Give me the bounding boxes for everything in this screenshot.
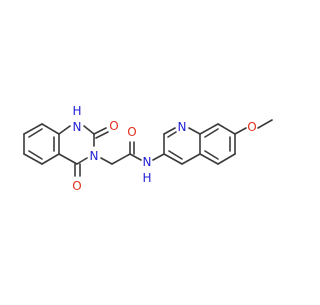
atom-label-o: O	[247, 120, 256, 134]
atom-label-n: N	[73, 120, 82, 134]
bond	[58, 125, 71, 135]
atom-label-n: N	[143, 155, 152, 169]
bond	[181, 153, 201, 165]
atom-label-o: O	[109, 119, 118, 133]
bond	[199, 123, 219, 135]
molecule-structure-diagram: N H O O N O N H N O	[23, 104, 273, 193]
bond-double-inner	[167, 131, 177, 138]
bond-double-inner	[168, 150, 183, 160]
atom-label-h: H	[142, 171, 151, 185]
bond	[234, 127, 247, 135]
atom-label-o: O	[127, 125, 136, 139]
bond-double-inner	[28, 150, 43, 160]
atom-label-n: N	[178, 120, 187, 134]
bond-carbonyl	[95, 131, 109, 139]
bond-double-inner	[204, 128, 219, 138]
molecule-svg: N H O O N O N H N O	[23, 104, 273, 193]
bond	[58, 153, 78, 165]
bond	[163, 153, 183, 165]
bond-carbonyl	[93, 127, 107, 135]
bond	[23, 123, 43, 135]
bond	[76, 157, 88, 165]
bond	[83, 125, 95, 135]
atom-label-o: O	[72, 179, 81, 193]
atom-label-layer: N H O O N O N H N O	[72, 104, 256, 193]
bond	[199, 153, 219, 165]
bond	[23, 153, 43, 165]
bond-double-inner	[28, 128, 43, 138]
bond	[217, 123, 236, 135]
bond	[129, 153, 142, 161]
bond	[217, 153, 236, 165]
bond	[41, 123, 60, 135]
atom-label-n: N	[90, 149, 99, 163]
bond	[100, 157, 113, 165]
bond	[111, 153, 131, 165]
bond	[188, 127, 201, 135]
bond	[41, 153, 60, 165]
atom-label-h: H	[72, 104, 81, 118]
bond	[257, 119, 273, 129]
bond-double-inner	[204, 150, 219, 160]
bond	[163, 127, 176, 135]
bond	[152, 153, 165, 161]
bond-layer	[23, 119, 273, 177]
